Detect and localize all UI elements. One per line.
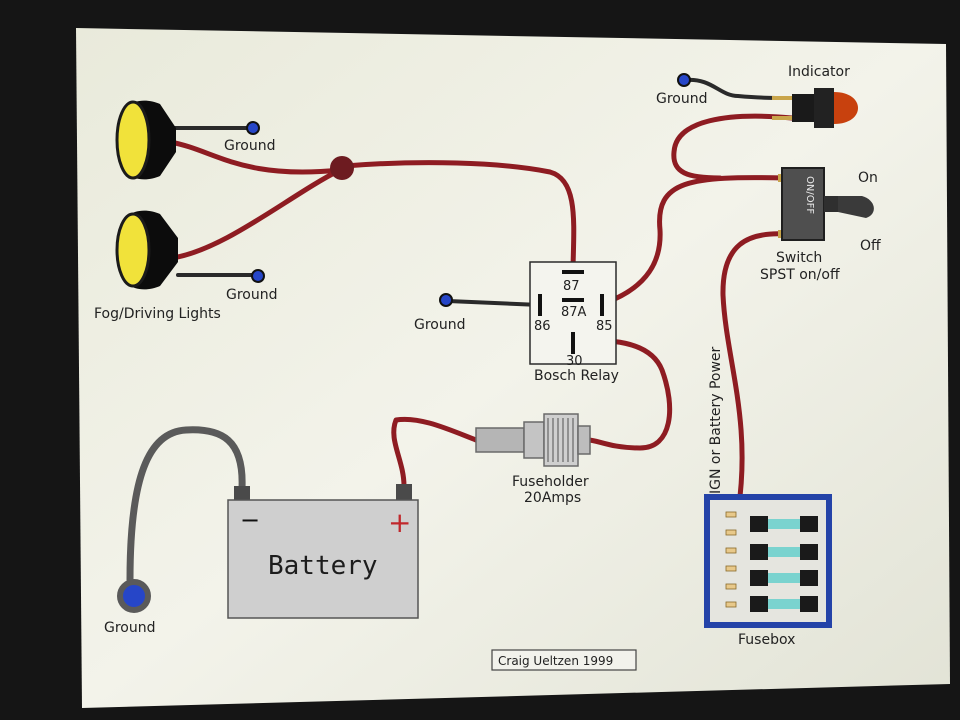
switch-type-label: SPST on/off — [760, 267, 840, 283]
ground-terminal-lamp2 — [251, 269, 265, 283]
wire-junction-relay87 — [342, 160, 577, 271]
relay-pin-86 — [538, 294, 542, 316]
battery-minus-sign: − — [240, 506, 260, 534]
switch-off-label: Off — [860, 238, 881, 254]
switch-face-label: ON/OFF — [804, 176, 815, 214]
relay-pin-30-label: 30 — [566, 354, 583, 369]
wire-lamp2-junction — [169, 167, 343, 261]
relay-pin-85 — [600, 294, 604, 316]
relay-pin-87-label: 87 — [563, 279, 580, 294]
credit-box — [491, 649, 637, 671]
ground-terminal-battery — [117, 579, 151, 613]
battery — [227, 484, 419, 619]
lamp1-ground-label: Ground — [224, 138, 276, 154]
relay-pin-86-label: 86 — [534, 319, 551, 334]
fuse-row — [750, 544, 818, 560]
battery-ground-label: Ground — [104, 620, 156, 636]
battery-negative-post — [234, 486, 250, 500]
relay-pin-87a — [562, 298, 584, 302]
wire-switch-fusebox — [720, 231, 788, 515]
fuse-row — [750, 516, 818, 532]
power-source-label: IGN or Battery Power — [708, 346, 724, 494]
ground-terminal-indicator — [677, 73, 691, 87]
spst-switch: ON/OFF — [778, 167, 874, 241]
relay-ground-label: Ground — [414, 317, 466, 333]
wire-lamp1-junction — [167, 139, 343, 175]
fuseholder — [475, 413, 591, 467]
switch-on-label: On — [858, 170, 878, 186]
wire-relay86-ground — [446, 299, 542, 307]
wire-junction — [330, 156, 354, 180]
wire-fuseholder-battery — [391, 416, 479, 489]
relay-pin-87 — [562, 270, 584, 274]
wire-battery-ground — [126, 426, 246, 584]
fuseholder-name-label: Fuseholder — [512, 474, 589, 490]
indicator-label: Indicator — [788, 64, 850, 80]
indicator-lamp — [772, 88, 858, 128]
fog-light-lower — [115, 210, 178, 290]
fuse-row — [750, 596, 818, 612]
fusebox — [704, 494, 832, 628]
relay-name-label: Bosch Relay — [534, 368, 619, 384]
power-wires — [167, 113, 795, 515]
relay-pin-85-label: 85 — [596, 319, 613, 334]
lamp2-ground-label: Ground — [226, 287, 278, 303]
fuseholder-rating-label: 20Amps — [524, 490, 581, 506]
credit-label: Craig Ueltzen 1999 — [498, 654, 613, 668]
battery-plus-sign: + — [388, 506, 411, 539]
relay-pin-30 — [571, 332, 575, 354]
fog-light-upper — [115, 100, 176, 180]
switch-name-label: Switch — [776, 250, 822, 266]
battery-positive-post — [396, 484, 412, 500]
fusebox-label: Fusebox — [738, 632, 795, 648]
wire-relay30-fuseholder — [575, 338, 673, 451]
battery-label: Battery — [268, 551, 378, 581]
fuse-row — [750, 570, 818, 586]
fog-lights-label: Fog/Driving Lights — [94, 306, 221, 322]
relay-pin-87a-label: 87A — [561, 305, 587, 320]
ground-terminal-relay — [439, 293, 453, 307]
wire-indicator-switch — [671, 113, 795, 181]
bosch-relay — [529, 261, 617, 365]
ground-terminal-lamp1 — [246, 121, 260, 135]
indicator-ground-label: Ground — [656, 91, 708, 107]
